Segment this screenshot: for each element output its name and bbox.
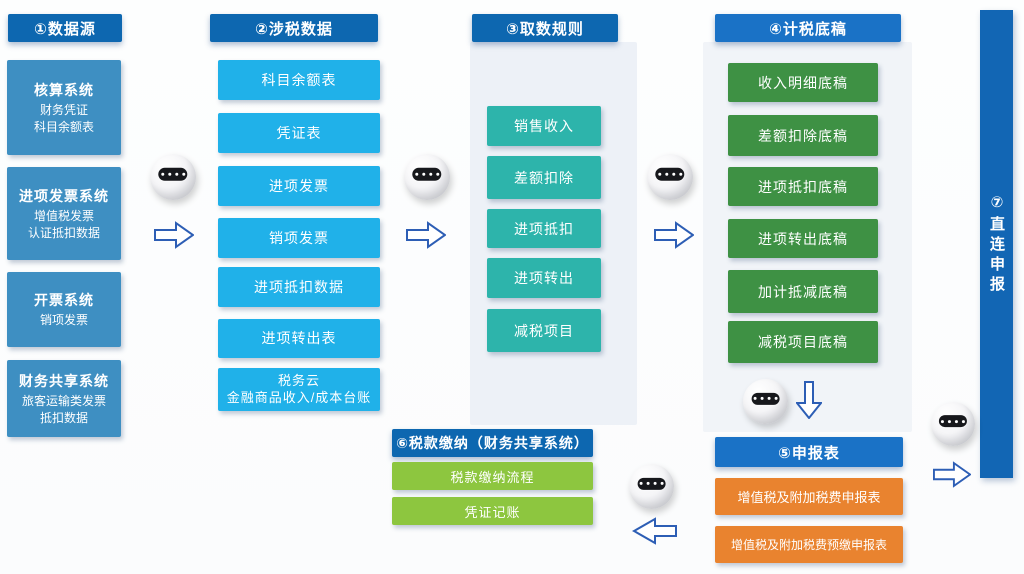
header-data-source: ①数据源 <box>8 14 122 42</box>
header-tax-draft: ④计税底稿 <box>715 14 901 42</box>
source-box-shared-finance: 财务共享系统 旅客运输类发票 抵扣数据 <box>7 360 121 437</box>
source-title: 开票系统 <box>34 292 94 309</box>
header-tax-payment: ⑥税款缴纳（财务共享系统） <box>392 429 593 457</box>
robot-visor <box>655 168 685 181</box>
rule-box: 销售收入 <box>487 106 601 146</box>
source-sub: 财务凭证 科目余额表 <box>33 102 94 134</box>
draft-box: 差额扣除底稿 <box>728 115 878 156</box>
header-fetch-rules: ③取数规则 <box>472 14 618 42</box>
robot-visor <box>412 168 442 181</box>
robot-visor <box>637 477 666 490</box>
draft-box: 减税项目底稿 <box>728 321 878 363</box>
taxdata-box: 进项发票 <box>218 166 380 206</box>
rpa-robot-icon <box>647 154 693 200</box>
taxdata-box: 进项抵扣数据 <box>218 267 380 307</box>
direct-filing-label: ⑦直连申报 <box>988 192 1005 296</box>
taxdata-box: 销项发票 <box>218 218 380 258</box>
source-sub: 增值税发票 认证抵扣数据 <box>27 208 100 240</box>
arrow-down-icon <box>796 381 822 419</box>
direct-filing-bar: ⑦直连申报 <box>980 10 1013 478</box>
payment-box: 凭证记账 <box>392 497 593 525</box>
declaration-box: 增值税及附加税费预缴申报表 <box>715 526 903 563</box>
rule-box: 差额扣除 <box>487 156 601 199</box>
robot-visor <box>158 168 188 181</box>
source-title: 进项发票系统 <box>19 187 109 204</box>
rule-box: 进项转出 <box>487 258 601 298</box>
rpa-robot-icon <box>150 154 196 200</box>
source-title: 财务共享系统 <box>19 372 109 389</box>
header-tax-data: ②涉税数据 <box>210 14 378 42</box>
draft-box: 进项抵扣底稿 <box>728 167 878 206</box>
robot-visor <box>751 392 780 405</box>
arrow-left-icon <box>631 517 677 545</box>
taxdata-box: 进项转出表 <box>218 319 380 358</box>
arrow-right-icon <box>154 221 194 249</box>
rpa-robot-icon <box>931 402 975 446</box>
draft-box: 收入明细底稿 <box>728 63 878 102</box>
taxdata-box: 科目余额表 <box>218 60 380 100</box>
rpa-robot-icon <box>629 464 674 509</box>
source-box-accounting: 核算系统 财务凭证 科目余额表 <box>7 60 121 155</box>
rpa-robot-icon <box>743 379 788 424</box>
source-sub: 旅客运输类发票 抵扣数据 <box>21 393 106 425</box>
payment-box: 税款缴纳流程 <box>392 462 593 490</box>
header-declaration: ⑤申报表 <box>715 437 903 467</box>
draft-box: 进项转出底稿 <box>728 219 878 258</box>
robot-visor <box>938 415 968 428</box>
taxdata-box: 凭证表 <box>218 113 380 153</box>
declaration-box: 增值税及附加税费申报表 <box>715 478 903 515</box>
rule-box: 进项抵扣 <box>487 209 601 248</box>
source-sub: 销项发票 <box>39 313 88 328</box>
arrow-right-icon <box>933 461 971 488</box>
draft-box: 加计抵减底稿 <box>728 270 878 313</box>
rpa-robot-icon <box>404 154 450 200</box>
source-title: 核算系统 <box>34 81 94 98</box>
rule-box: 减税项目 <box>487 309 601 352</box>
source-box-input-invoice: 进项发票系统 增值税发票 认证抵扣数据 <box>7 167 121 260</box>
arrow-right-icon <box>406 221 446 249</box>
taxdata-box: 税务云 金融商品收入/成本台账 <box>218 368 380 411</box>
arrow-right-icon <box>654 221 694 249</box>
source-box-billing: 开票系统 销项发票 <box>7 272 121 347</box>
